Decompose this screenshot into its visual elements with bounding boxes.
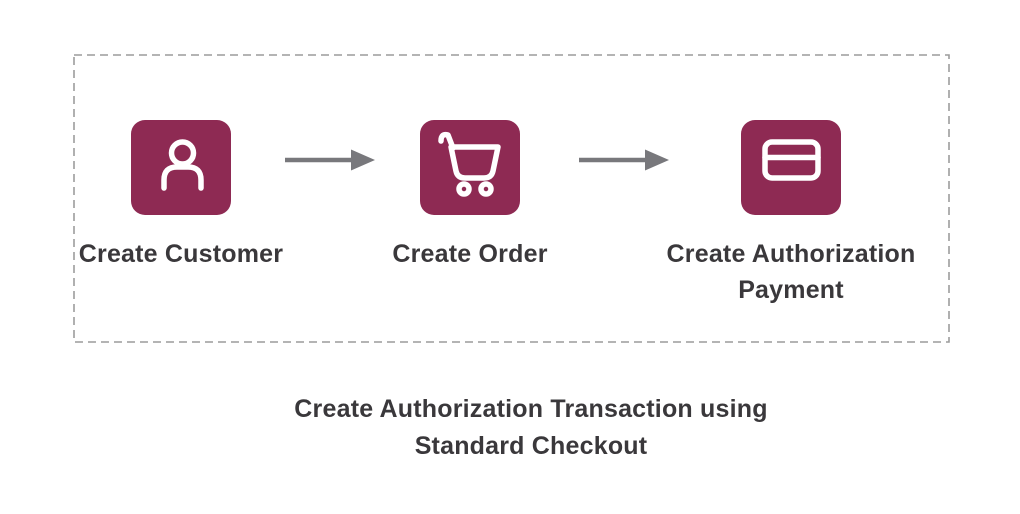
step-label-create-order: Create Order [392,240,548,268]
order-tile [420,120,520,215]
step-create-authorization-payment: Create Authorization Payment [635,120,947,308]
customer-tile [131,120,231,215]
diagram-caption: Create Authorization Transaction using S… [131,391,931,465]
payment-tile [741,120,841,215]
caption-line-2: Standard Checkout [414,432,648,460]
step-label-create-authorization-payment: Create Authorization Payment [666,240,916,304]
dashed-frame [73,54,950,343]
shopping-cart-icon [438,131,501,197]
step-create-order: Create Order [350,120,590,272]
caption-line-1: Create Authorization Transaction using [294,395,768,423]
step-create-customer: Create Customer [61,120,301,272]
arrow-right-icon [285,149,375,171]
person-icon [161,139,204,191]
step-label-create-customer: Create Customer [78,240,284,268]
credit-card-icon [762,139,821,181]
arrow-right-icon [579,149,669,171]
